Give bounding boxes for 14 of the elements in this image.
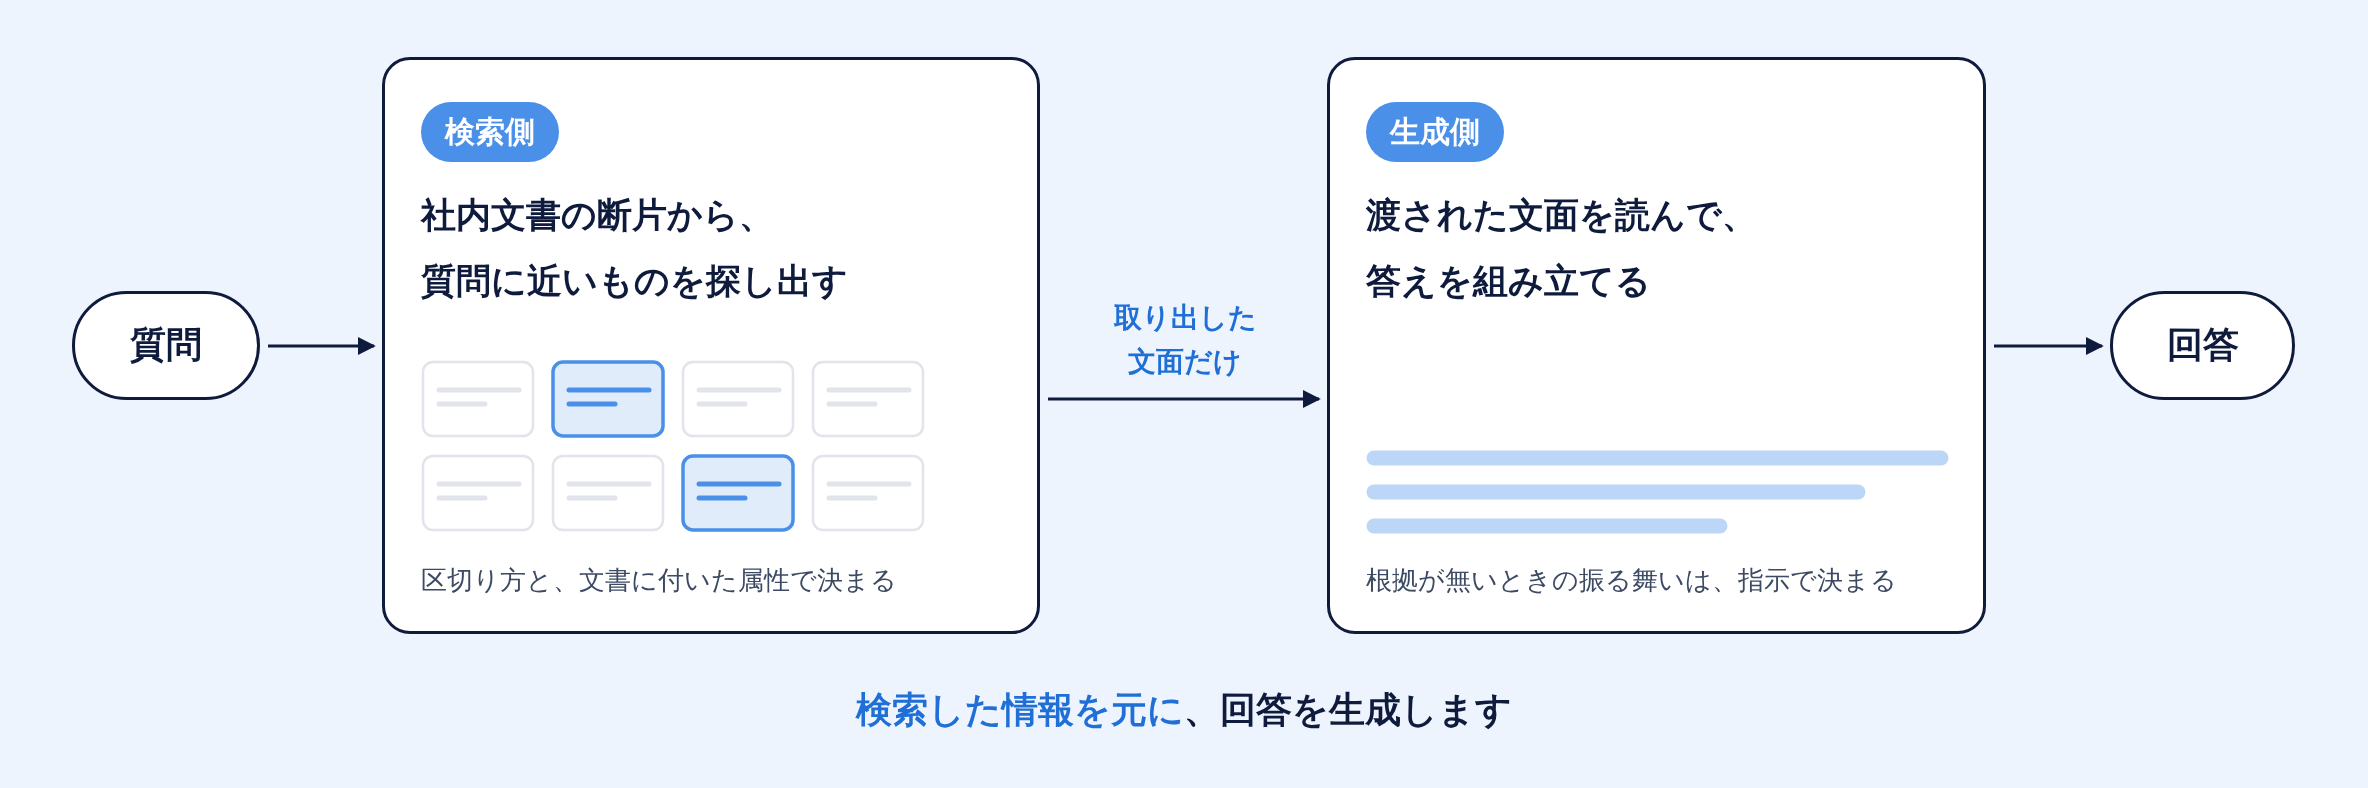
note-text: 区切り方と、文書に付いた属性で決まる	[421, 564, 897, 597]
category-badge: 検索側	[421, 102, 559, 162]
caption-text: 検索した情報を元に、回答を生成します	[856, 689, 1512, 730]
terminal-pill: 質問	[72, 291, 260, 400]
category-badge: 生成側	[1366, 102, 1504, 162]
note-text: 根拠が無いときの振る舞いは、指示で決まる	[1366, 564, 1897, 597]
arrow	[1994, 337, 2104, 355]
arrow	[1048, 390, 1321, 408]
heading-text: 渡された文面を読んで、答えを組み立てる	[1366, 194, 1758, 303]
process-box	[382, 57, 1040, 634]
heading-text: 社内文書の断片から、質問に近いものを探し出す	[421, 194, 849, 303]
arrow	[268, 337, 376, 355]
terminal-pill: 回答	[2110, 291, 2295, 400]
process-box	[1327, 57, 1986, 634]
